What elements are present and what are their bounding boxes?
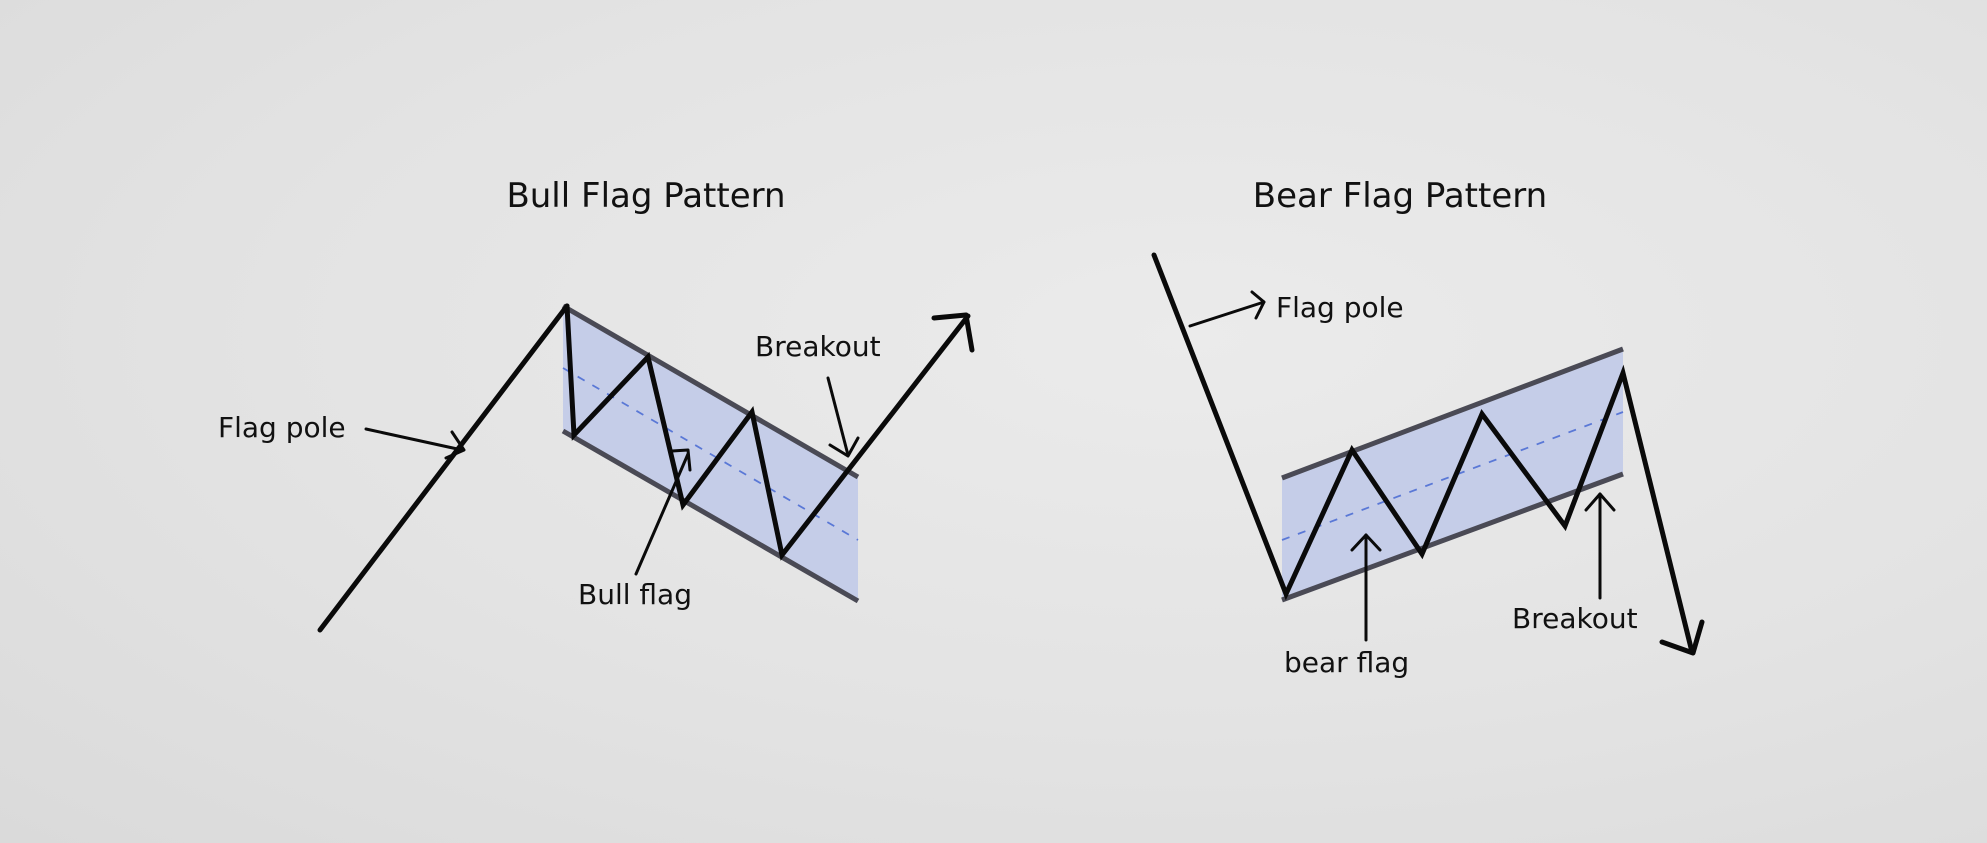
bull-flag-pole-pointer-icon <box>364 427 464 452</box>
bull-flag-pole-arrowhead-icon <box>444 430 466 460</box>
bull-flag-arrowhead-icon <box>670 448 692 472</box>
bear-flag-channel <box>1282 349 1623 600</box>
bull-flag-title: Bull Flag Pattern <box>506 176 785 216</box>
bull-flag-diagram: Bull Flag Pattern Flag pole Bull flag Br… <box>218 176 975 633</box>
bull-breakout-pointer-icon <box>826 376 850 457</box>
bull-flag-label: Bull flag <box>578 578 692 611</box>
bull-flag-pointer-icon <box>634 452 690 576</box>
bear-flag-arrowhead-icon <box>1350 533 1382 552</box>
bear-flag-label: bear flag <box>1284 646 1409 679</box>
bear-breakout-arrowhead <box>1659 619 1705 656</box>
bear-flag-title: Bear Flag Pattern <box>1253 176 1547 216</box>
bull-breakout-pointer-arrowhead-icon <box>828 436 860 458</box>
bear-channel-upper-edge <box>1281 346 1624 481</box>
bear-flag-zigzag <box>1151 252 1695 655</box>
bear-flag-diagram: Bear Flag Pattern Flag pole bear flag Br… <box>1151 176 1705 679</box>
bull-flag-zigzag <box>564 303 971 561</box>
bear-breakout-label: Breakout <box>1512 602 1638 635</box>
bull-channel-lower-edge <box>561 428 860 604</box>
bear-flag-pole-label: Flag pole <box>1276 291 1404 324</box>
bear-breakout-pointer-arrowhead-icon <box>1584 492 1616 512</box>
bull-flag-pole-label: Flag pole <box>218 411 346 444</box>
bull-flag-pole-line <box>317 303 570 633</box>
bull-breakout-arrowhead <box>931 312 975 353</box>
bear-channel-lower-edge <box>1281 471 1624 603</box>
bull-breakout-label: Breakout <box>755 330 881 363</box>
bear-flag-pole-pointer-icon <box>1188 300 1266 328</box>
bull-channel-upper-edge <box>561 303 860 480</box>
bear-flag-pole-arrowhead-icon <box>1250 290 1266 320</box>
